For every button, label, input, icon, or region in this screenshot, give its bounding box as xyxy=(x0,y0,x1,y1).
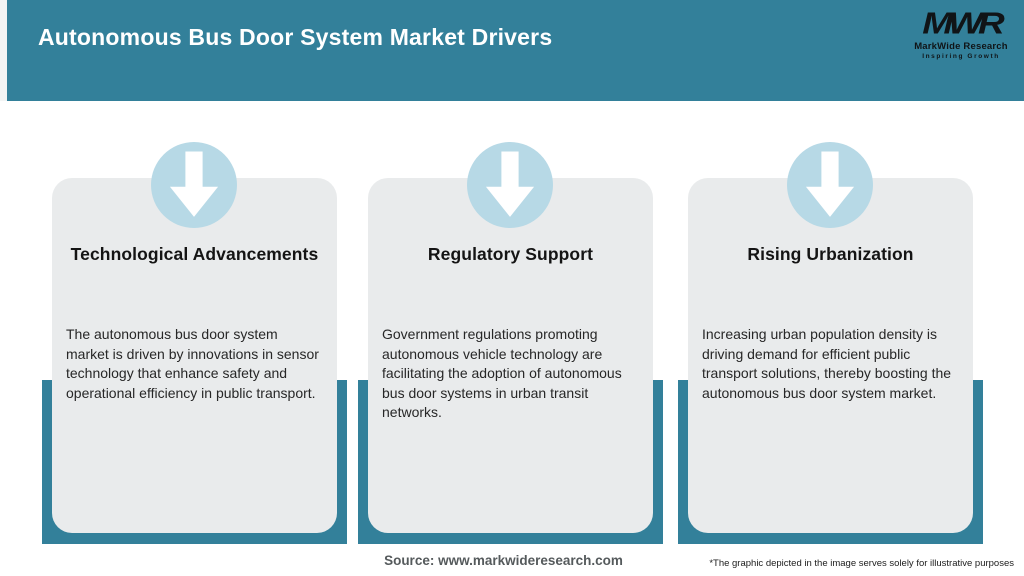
card-body: The autonomous bus door system market is… xyxy=(66,326,319,401)
driver-card: Regulatory Support Government regulation… xyxy=(368,178,653,533)
driver-card-unit-3: Rising Urbanization Increasing urban pop… xyxy=(678,142,983,544)
markwide-logo: MWR MarkWide Research Inspiring Growth xyxy=(910,8,1012,60)
arrow-circle-badge xyxy=(467,142,553,228)
arrow-down-icon xyxy=(485,151,535,217)
arrow-down-icon xyxy=(169,151,219,217)
logo-tagline: Inspiring Growth xyxy=(922,53,1000,60)
card-body: Increasing urban population density is d… xyxy=(702,326,952,401)
page-title: Autonomous Bus Door System Market Driver… xyxy=(38,24,553,50)
card-title: Regulatory Support xyxy=(427,244,594,264)
header-bar: Autonomous Bus Door System Market Driver… xyxy=(7,0,1024,101)
card-body: Government regulations promoting autonom… xyxy=(382,326,622,420)
driver-card: Rising Urbanization Increasing urban pop… xyxy=(688,178,973,533)
disclaimer-text: *The graphic depicted in the image serve… xyxy=(709,558,1014,569)
arrow-down-icon xyxy=(805,151,855,217)
driver-card: Technological Advancements The autonomou… xyxy=(52,178,337,533)
arrow-circle-badge xyxy=(787,142,873,228)
driver-card-unit-1: Technological Advancements The autonomou… xyxy=(42,142,347,544)
card-title: Technological Advancements xyxy=(70,244,319,264)
source-text: Source: www.markwideresearch.com xyxy=(384,553,623,568)
mwr-logo-icon: MWR xyxy=(922,6,1004,40)
logo-name: MarkWide Research xyxy=(914,41,1008,52)
arrow-circle-badge xyxy=(151,142,237,228)
driver-card-unit-2: Regulatory Support Government regulation… xyxy=(358,142,663,544)
left-margin-strip xyxy=(0,0,7,101)
card-title: Rising Urbanization xyxy=(747,244,914,264)
